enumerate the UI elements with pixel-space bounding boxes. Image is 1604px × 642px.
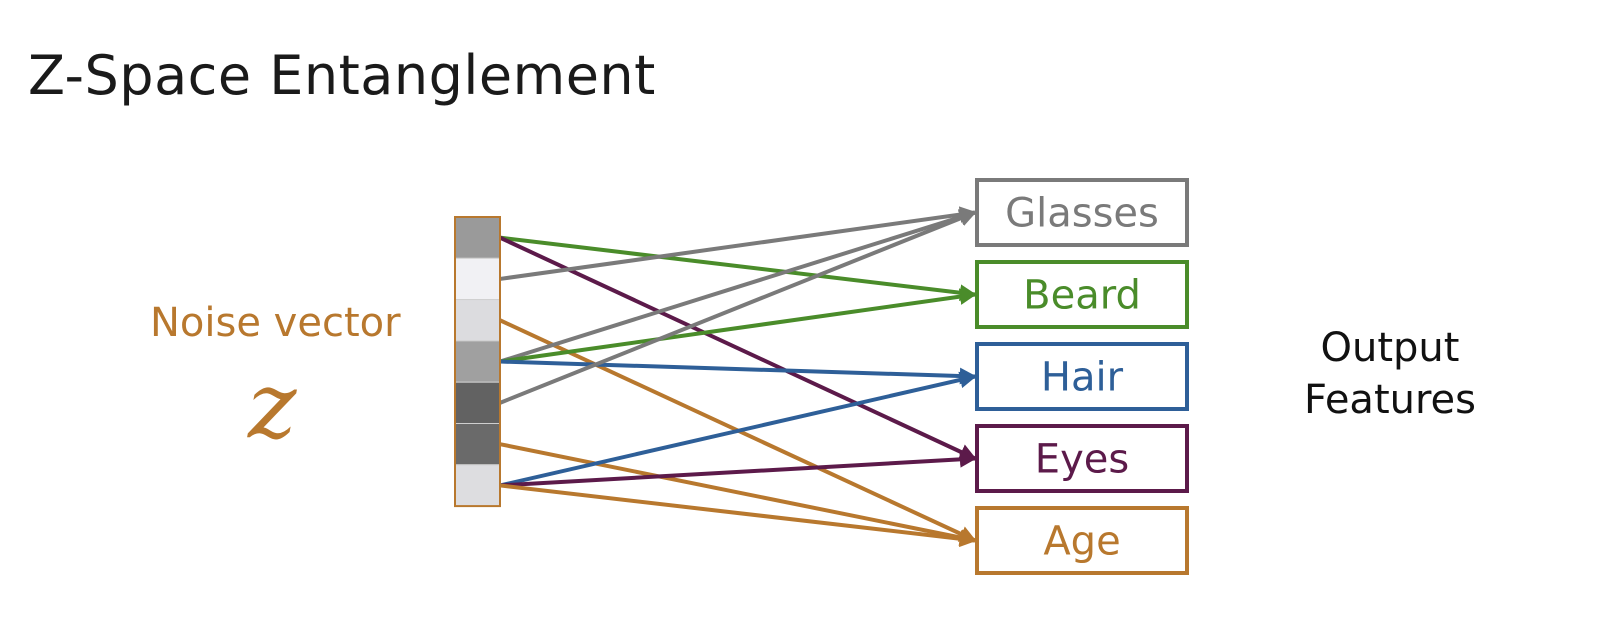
noise-vector-label: Noise vector (150, 300, 401, 346)
feature-box-glasses: Glasses (975, 178, 1189, 247)
connection-arrow (499, 235, 977, 302)
feature-box-eyes: Eyes (975, 424, 1189, 493)
connection-arrow (499, 210, 977, 405)
vector-cell (454, 216, 501, 259)
connection-arrow (499, 483, 977, 548)
output-label-line2: Features (1304, 377, 1476, 423)
connection-arrow (499, 206, 977, 281)
feature-box-hair: Hair (975, 342, 1189, 411)
feature-box-age: Age (975, 506, 1189, 575)
output-features-label: Output Features (1290, 322, 1490, 426)
connection-arrows (499, 206, 977, 548)
vector-outline (454, 216, 501, 508)
vector-cell (454, 299, 501, 342)
feature-label: Beard (1023, 273, 1141, 319)
connection-arrow (499, 450, 977, 488)
connection-arrow (499, 235, 977, 461)
connection-arrow (499, 371, 977, 488)
vector-cell (454, 340, 501, 383)
noise-vector (454, 216, 501, 508)
output-label-line1: Output (1320, 325, 1460, 371)
feature-label: Hair (1041, 355, 1124, 401)
z-symbol: z (248, 352, 297, 459)
slide-title: Z-Space Entanglement (28, 44, 656, 107)
vector-cell (454, 423, 501, 466)
feature-box-border (975, 424, 1189, 493)
feature-box-border (975, 178, 1189, 247)
vector-cell (454, 464, 501, 507)
vector-cell (454, 257, 501, 301)
feature-box-border (975, 260, 1189, 329)
feature-label: Eyes (1035, 437, 1129, 483)
feature-box-border (975, 506, 1189, 575)
vector-cell (454, 381, 501, 425)
feature-label: Age (1043, 519, 1120, 565)
connection-arrow (499, 209, 977, 364)
feature-label: Glasses (1005, 191, 1159, 237)
feature-box-border (975, 342, 1189, 411)
connection-arrow (499, 359, 977, 385)
feature-box-beard: Beard (975, 260, 1189, 329)
connection-arrow (499, 442, 977, 546)
connection-arrow (499, 288, 977, 364)
